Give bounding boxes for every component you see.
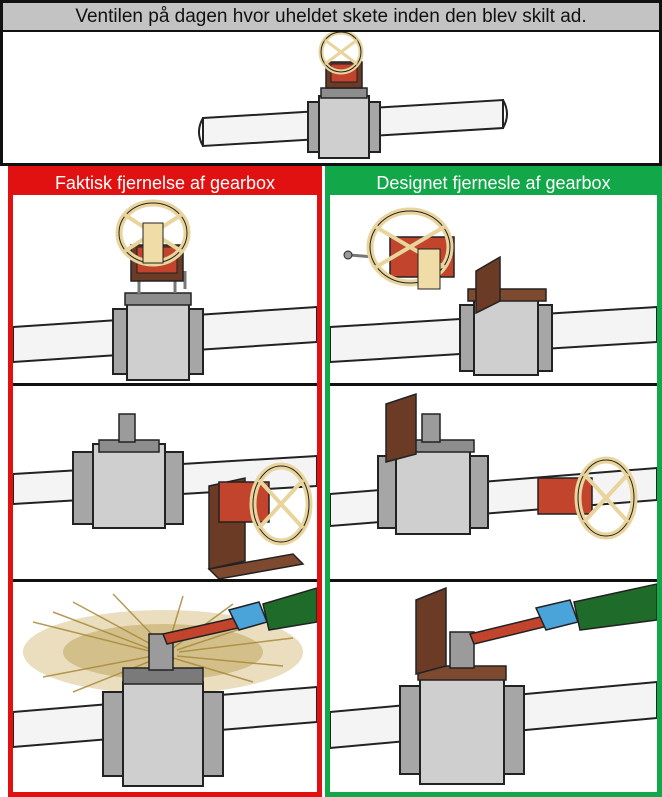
handwheel-icon bbox=[115, 199, 191, 267]
wrench-icon bbox=[468, 615, 550, 645]
gearbox-icon bbox=[218, 481, 270, 523]
handwheel-icon bbox=[318, 32, 364, 75]
designed-removal-column: Designet fjernesle af gearbox bbox=[325, 166, 662, 797]
handwheel-icon bbox=[574, 456, 638, 540]
panel-divider bbox=[13, 383, 317, 386]
actual-removal-column: Faktisk fjernelse af gearbox bbox=[8, 166, 322, 797]
top-panel: Ventilen på dagen hvor uheldet skete ind… bbox=[0, 0, 662, 166]
top-caption-bar: Ventilen på dagen hvor uheldet skete ind… bbox=[3, 3, 659, 32]
designed-step-3-safe-operation bbox=[330, 582, 657, 792]
actual-step-2-gearbox-removed bbox=[13, 386, 317, 581]
valve-icon bbox=[112, 292, 204, 381]
valve-icon bbox=[102, 633, 224, 787]
bracket-icon bbox=[415, 586, 447, 675]
valve-icon bbox=[72, 413, 184, 529]
designed-step-2-gearbox-removed bbox=[330, 386, 657, 581]
handwheel-icon bbox=[249, 462, 313, 546]
panel-divider bbox=[330, 383, 657, 386]
valve-icon bbox=[459, 288, 553, 376]
panel-divider bbox=[13, 579, 317, 582]
valve-icon bbox=[399, 631, 525, 785]
top-caption: Ventilen på dagen hvor uheldet skete ind… bbox=[75, 5, 587, 27]
gloved-hand-icon bbox=[534, 583, 657, 631]
valve-icon bbox=[307, 87, 381, 159]
bracket-icon bbox=[385, 392, 417, 463]
actual-step-1-unbolt bbox=[13, 197, 317, 385]
designed-removal-header: Designet fjernesle af gearbox bbox=[330, 171, 657, 195]
assembled-valve-illustration bbox=[3, 32, 659, 163]
handwheel-icon bbox=[366, 207, 454, 290]
actual-removal-title: Faktisk fjernelse af gearbox bbox=[54, 172, 276, 193]
gloved-hand-icon bbox=[227, 587, 317, 631]
panel-divider bbox=[330, 579, 657, 582]
bracket-icon bbox=[475, 255, 501, 315]
designed-removal-title: Designet fjernesle af gearbox bbox=[376, 172, 611, 193]
gearbox-icon bbox=[537, 477, 593, 515]
actual-removal-header: Faktisk fjernelse af gearbox bbox=[13, 171, 317, 195]
designed-step-1-unbolt bbox=[330, 197, 657, 385]
actual-step-3-gas-release bbox=[13, 582, 317, 792]
